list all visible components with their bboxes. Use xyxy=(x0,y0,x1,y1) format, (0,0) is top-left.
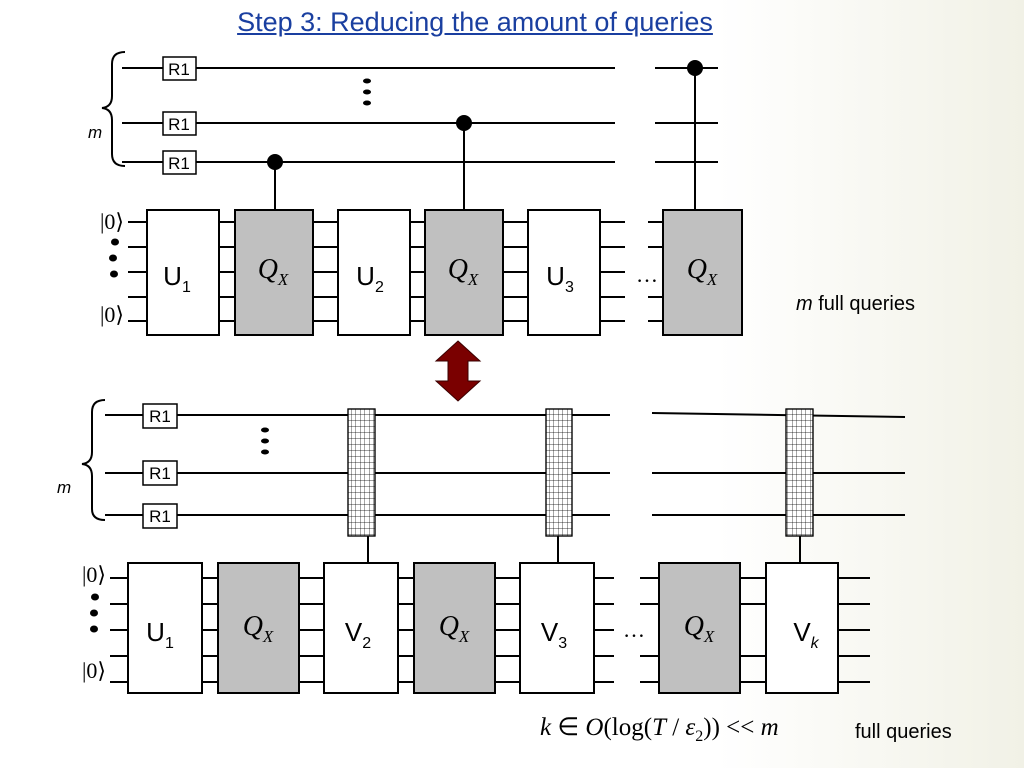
bottom-gate-vk xyxy=(765,562,839,694)
svg-text:U1: U1 xyxy=(163,261,191,296)
svg-text:QX: QX xyxy=(439,611,470,646)
svg-text:Vk: Vk xyxy=(793,617,819,652)
bottom-gate-qx-2 xyxy=(413,562,496,694)
top-gate-u3 xyxy=(527,209,601,336)
svg-text:QX: QX xyxy=(258,254,289,289)
bottom-r1-gate-3 xyxy=(142,503,178,529)
svg-text:R1: R1 xyxy=(149,407,171,426)
bottom-r1-gate-2 xyxy=(142,460,178,486)
top-ket-zero-upper: |0⟩ xyxy=(100,209,124,234)
top-vertical-dots-icon xyxy=(109,238,119,278)
top-r1-gate-1 xyxy=(162,56,197,81)
svg-text:U1: U1 xyxy=(146,617,174,652)
svg-text:QX: QX xyxy=(243,611,274,646)
vertical-ellipsis-icon xyxy=(363,78,371,106)
top-gate-qx-3 xyxy=(662,209,743,336)
top-note: m full queries xyxy=(796,293,915,315)
svg-text:QX: QX xyxy=(687,254,718,289)
bottom-ket-zero-upper: |0⟩ xyxy=(82,562,106,587)
top-control-dot-1 xyxy=(267,154,283,170)
svg-text:R1: R1 xyxy=(168,115,190,134)
top-gate-qx-1 xyxy=(234,209,314,336)
svg-text:U3: U3 xyxy=(546,261,574,296)
bottom-vertical-dots-icon xyxy=(90,593,99,633)
top-r1-gate-3 xyxy=(162,150,197,175)
bottom-ket-zero-lower: |0⟩ xyxy=(82,658,106,683)
bottom-gate-qx-3 xyxy=(658,562,741,694)
bottom-register-brace xyxy=(81,399,106,521)
svg-text:U2: U2 xyxy=(356,261,384,296)
svg-text:V2: V2 xyxy=(345,617,371,652)
svg-text:V3: V3 xyxy=(541,617,567,652)
top-r1-gate-2 xyxy=(162,111,197,136)
bottom-horizontal-ellipsis: … xyxy=(623,617,645,642)
bottom-r1-gate-1 xyxy=(142,403,178,429)
svg-text:R1: R1 xyxy=(149,507,171,526)
query-complexity-formula: k ∈ O(log(T / ε2)) << m xyxy=(540,714,779,745)
bottom-note: full queries xyxy=(855,721,952,743)
svg-text:QX: QX xyxy=(448,254,479,289)
svg-text:R1: R1 xyxy=(168,60,190,79)
bottom-gate-u1 xyxy=(127,562,203,694)
bottom-gate-v3 xyxy=(519,562,595,694)
vertical-ellipsis-icon xyxy=(261,427,269,455)
top-register-label: m xyxy=(88,123,102,142)
svg-text:R1: R1 xyxy=(168,154,190,173)
top-control-dot-3 xyxy=(687,60,703,76)
svg-text:QX: QX xyxy=(684,611,715,646)
bottom-register-label: m xyxy=(57,478,71,497)
bottom-gate-qx-1 xyxy=(217,562,300,694)
top-gate-u2 xyxy=(337,209,411,336)
top-circuit: m R1 R1 R1 xyxy=(88,51,915,336)
top-horizontal-ellipsis: … xyxy=(636,262,658,287)
bottom-gate-v2 xyxy=(323,562,399,694)
top-gate-u1 xyxy=(146,209,220,336)
double-headed-arrow-icon xyxy=(434,340,482,402)
svg-text:R1: R1 xyxy=(149,464,171,483)
top-register-brace xyxy=(101,51,126,167)
page-title: Step 3: Reducing the amount of queries xyxy=(237,7,713,37)
top-ket-zero-lower: |0⟩ xyxy=(100,302,124,327)
top-control-dot-2 xyxy=(456,115,472,131)
bottom-circuit: m R1 R1 R1 xyxy=(57,399,906,694)
